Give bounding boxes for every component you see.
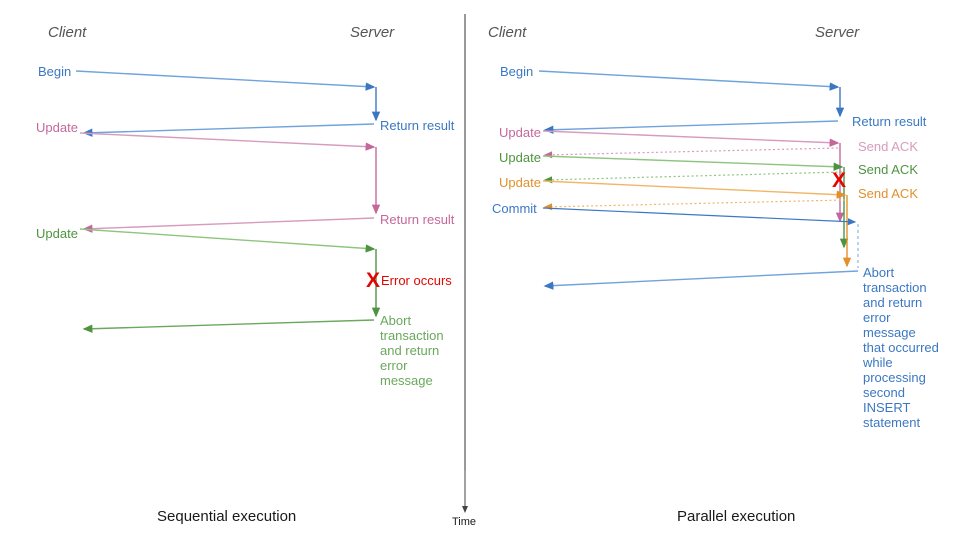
right-arrow-return: [543, 120, 839, 134]
right-label-send-ack-3: Send ACK: [858, 186, 918, 201]
right-arrow-ack-3: [543, 199, 846, 211]
right-sequence-arrows: [538, 70, 859, 290]
right-caption: Parallel execution: [677, 508, 796, 525]
left-label-return-result-2: Return result: [380, 212, 455, 227]
right-arrow-update-1: [542, 130, 840, 147]
right-arrow-begin: [538, 70, 840, 91]
left-error-x-icon: X: [366, 269, 381, 292]
right-arrow-update-2: [542, 155, 844, 171]
left-label-abort-message: Abort transaction and return error messa…: [380, 313, 444, 388]
time-axis-label: Time: [452, 516, 477, 528]
right-label-update-3: Update: [499, 175, 541, 190]
left-label-error-occurs: Error occurs: [381, 273, 452, 288]
right-label-abort-message: Abort transaction and return error messa…: [863, 265, 939, 430]
left-label-return-result-1: Return result: [380, 118, 455, 133]
right-label-begin: Begin: [500, 64, 534, 79]
right-label-update-2: Update: [499, 150, 541, 165]
left-label-begin: Begin: [38, 64, 72, 79]
left-label-update-2: Update: [36, 226, 78, 241]
left-arrow-update-2: [79, 228, 376, 253]
right-actor-client: Client: [488, 24, 527, 41]
right-label-return-result: Return result: [852, 114, 927, 129]
left-arrow-return-1: [82, 123, 375, 137]
right-label-send-ack-2: Send ACK: [858, 162, 918, 177]
right-arrow-abort: [543, 270, 859, 290]
right-arrow-ack-1: [543, 147, 839, 159]
left-caption: Sequential execution: [157, 508, 297, 525]
left-actor-client: Client: [48, 24, 87, 41]
left-arrow-abort: [82, 319, 375, 333]
right-label-send-ack-1: Send ACK: [858, 139, 918, 154]
left-arrow-update-1: [79, 132, 376, 151]
right-arrow-ack-2: [543, 171, 843, 184]
right-label-update-1: Update: [499, 125, 541, 140]
left-sequence-arrows: [75, 70, 381, 333]
right-actor-server: Server: [815, 24, 860, 41]
right-arrow-update-3: [542, 180, 847, 199]
right-label-commit: Commit: [492, 201, 537, 216]
right-error-x-icon: X: [832, 169, 847, 192]
left-label-update-1: Update: [36, 120, 78, 135]
left-actor-server: Server: [350, 24, 395, 41]
left-arrow-return-2: [82, 217, 375, 233]
right-arrow-commit: [542, 207, 857, 226]
left-arrow-begin: [75, 70, 376, 91]
